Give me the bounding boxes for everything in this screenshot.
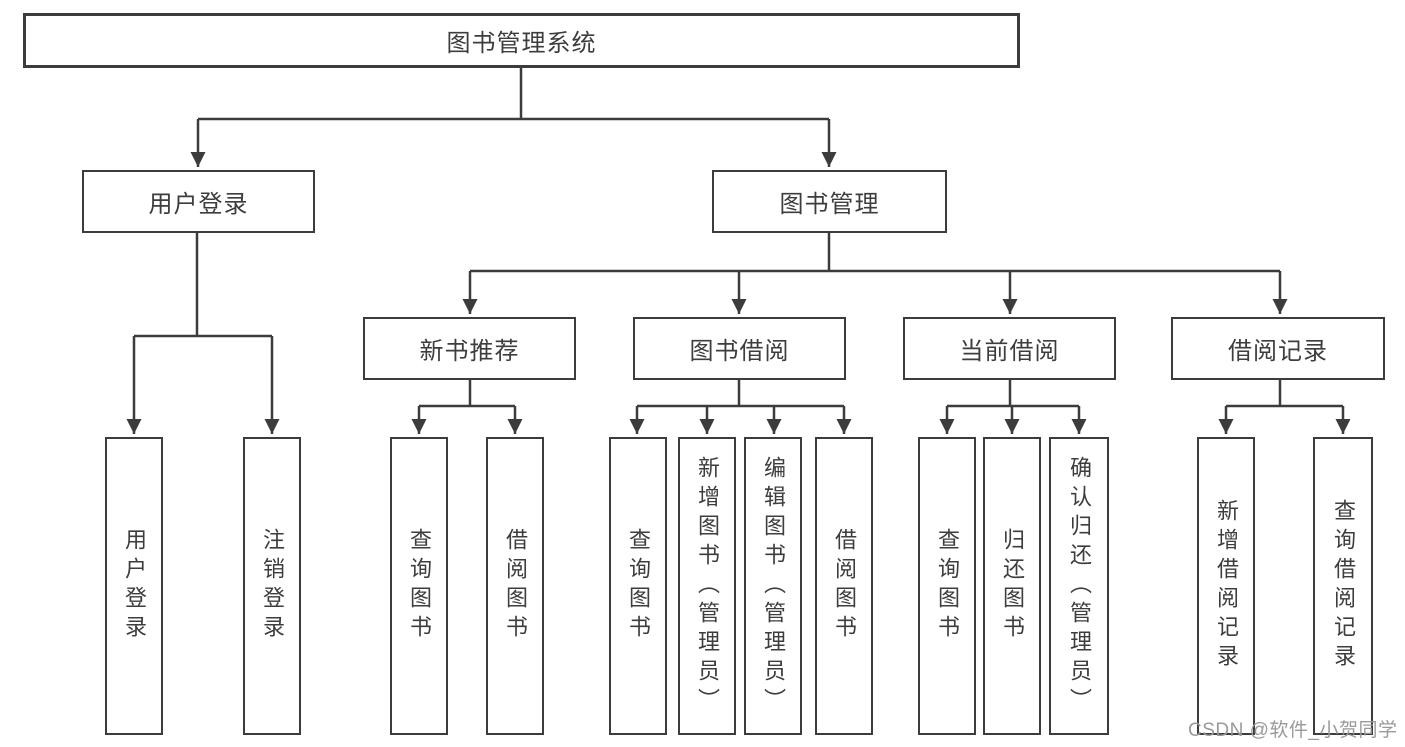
connector-line-root <box>198 68 829 121</box>
node-leaf-confirm-return-admin: 确认归还（管理员） <box>1049 437 1109 735</box>
csdn-watermark: CSDN @软件_小贺同学 <box>1188 720 1398 741</box>
node-leaf-add-borrow-record: 新增借阅记录 <box>1197 437 1255 735</box>
connector-line-current-borrow <box>947 380 1079 408</box>
node-leaf-query-books-2: 查询图书 <box>609 437 667 735</box>
node-leaf-return-books: 归还图书 <box>983 437 1041 735</box>
node-leaf-logout: 注销登录 <box>243 437 301 735</box>
node-leaf-borrow-books-2: 借阅图书 <box>815 437 873 735</box>
node-label: 查询借阅记录 <box>1331 499 1356 673</box>
node-label: 归还图书 <box>1000 528 1025 644</box>
connector-line-book-management <box>470 232 1280 273</box>
node-label: 新增图书（管理员） <box>695 455 720 717</box>
node-new-book-recommend: 新书推荐 <box>363 317 576 380</box>
node-current-borrow: 当前借阅 <box>903 317 1116 380</box>
node-leaf-edit-books-admin: 编辑图书（管理员） <box>744 437 802 735</box>
node-label: 查询图书 <box>407 528 432 644</box>
node-leaf-borrow-books-1: 借阅图书 <box>486 437 544 735</box>
connector-line-borrow-records <box>1226 380 1343 408</box>
node-user-login: 用户登录 <box>82 170 315 233</box>
connector-line-new-book-recommend <box>419 380 515 408</box>
node-label: 借阅图书 <box>503 528 528 644</box>
node-library-management-system: 图书管理系统 <box>23 13 1020 68</box>
node-label: 借阅图书 <box>832 528 857 644</box>
node-label: 查询图书 <box>935 528 960 644</box>
node-borrow-records: 借阅记录 <box>1171 317 1385 380</box>
node-label: 注销登录 <box>260 528 285 644</box>
node-leaf-query-books-1: 查询图书 <box>390 437 448 735</box>
node-leaf-add-books-admin: 新增图书（管理员） <box>678 437 736 735</box>
node-label: 编辑图书（管理员） <box>761 455 786 717</box>
node-book-management: 图书管理 <box>712 170 947 233</box>
connector-line-user-login <box>134 233 272 338</box>
node-leaf-query-borrow-record: 查询借阅记录 <box>1313 437 1373 735</box>
connector-line-book-borrow <box>637 380 844 408</box>
node-book-borrow: 图书借阅 <box>633 317 846 380</box>
node-leaf-query-books-3: 查询图书 <box>918 437 976 735</box>
node-label: 新增借阅记录 <box>1214 499 1239 673</box>
node-label: 确认归还（管理员） <box>1067 455 1092 717</box>
node-leaf-user-login: 用户登录 <box>105 437 163 735</box>
node-label: 查询图书 <box>626 528 651 644</box>
node-label: 用户登录 <box>122 528 147 644</box>
